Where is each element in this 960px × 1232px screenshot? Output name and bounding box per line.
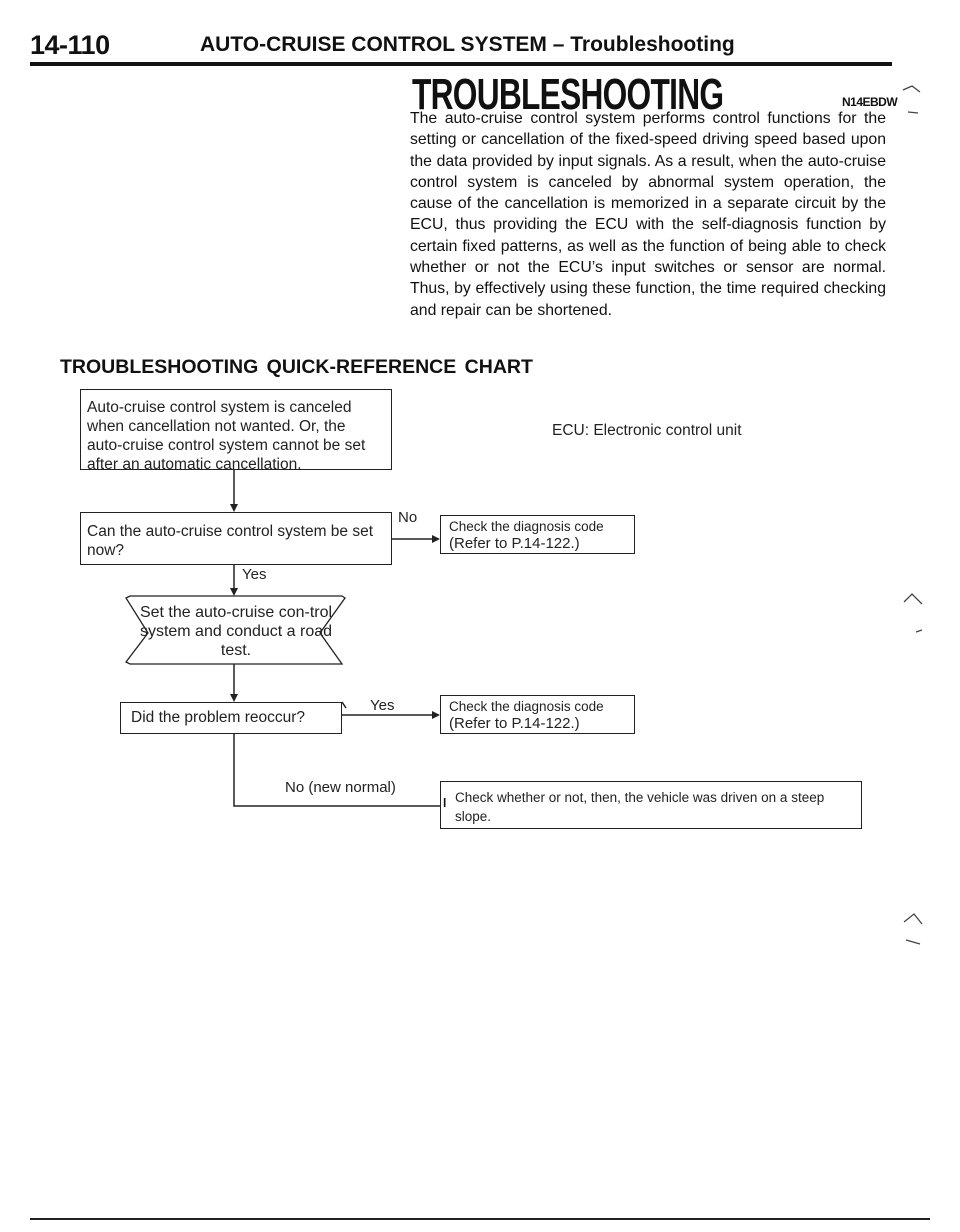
header-rule (30, 62, 892, 66)
no-result-box: Check the diagnosis code (Refer to P.14-… (440, 515, 635, 554)
yes-label: Yes (242, 566, 267, 583)
road-test-hexagon (125, 595, 346, 665)
yes2-result-box: Check the diagnosis code (Refer to P.14-… (440, 695, 635, 734)
question-box: Can the auto-cruise control system be se… (80, 512, 392, 565)
no-result-line1: Check the diagnosis code (449, 519, 604, 534)
arrow-head-right-2 (432, 711, 440, 719)
margin-mark-4 (915, 629, 923, 633)
margin-mark-3 (903, 593, 923, 605)
footer-rule (30, 1218, 930, 1220)
arrow-head-down-3 (230, 694, 238, 702)
arrow-head-right-1 (432, 535, 440, 543)
recheck-box: Did the problem reoccur? (120, 702, 342, 734)
running-title: AUTO-CRUISE CONTROL SYSTEM – Troubleshoo… (200, 33, 735, 56)
slope-bullet: l (443, 796, 447, 810)
margin-scan-marks (902, 85, 923, 945)
tick-mark (341, 701, 347, 709)
start-condition-box: Auto-cruise control system is canceled w… (80, 389, 392, 473)
yes2-result-line2: (Refer to P.14-122.) (449, 715, 580, 732)
connector-no2 (233, 734, 440, 807)
ecu-note: ECU: Electronic control unit (552, 422, 742, 439)
page-number: 14-110 (30, 30, 110, 60)
margin-mark-1 (902, 85, 921, 93)
chart-title: TROUBLESHOOTING QUICK-REFERENCE CHART (60, 356, 533, 378)
margin-mark-2 (907, 111, 919, 114)
no2-label: No (new normal) (285, 779, 396, 796)
yes2-label: Yes (370, 697, 395, 714)
yes2-result-line1: Check the diagnosis code (449, 699, 604, 714)
no-result-line2: (Refer to P.14-122.) (449, 535, 580, 552)
road-test-text: Set the auto-cruise con-trol system and … (139, 604, 333, 659)
margin-mark-6 (905, 939, 921, 945)
arrow-head-down-2 (230, 588, 238, 596)
margin-mark-5 (903, 913, 923, 925)
arrow-head-down-1 (230, 504, 238, 512)
section-title: TROUBLESHOOTING (412, 70, 724, 119)
section-code: N14EBDW (842, 95, 898, 109)
intro-paragraph: The auto-cruise control system performs … (410, 110, 886, 319)
slope-check-box: Check whether or not, then, the vehicle … (440, 781, 862, 829)
no-label: No (398, 509, 418, 526)
